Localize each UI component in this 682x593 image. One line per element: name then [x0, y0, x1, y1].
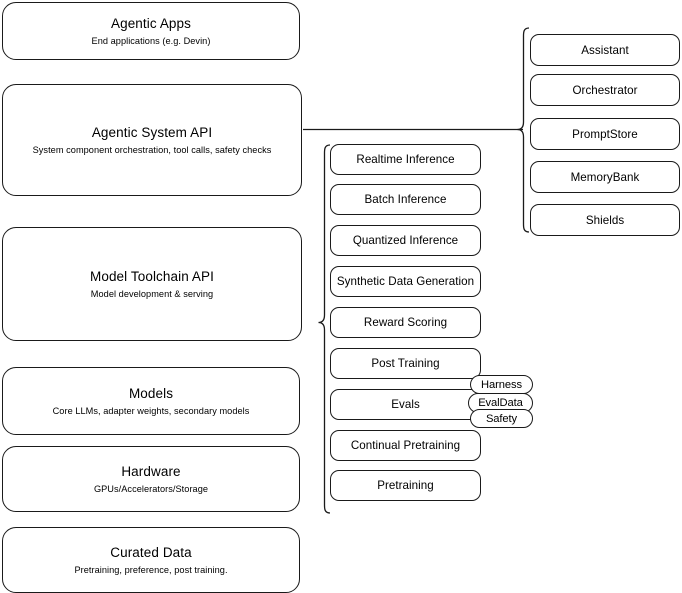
- toolchain-batch-inference[interactable]: Batch Inference: [330, 184, 481, 215]
- chip-label: Evals: [391, 398, 420, 411]
- layer-agentic-system-api[interactable]: Agentic System API System component orch…: [2, 84, 302, 196]
- chip-label: Orchestrator: [572, 83, 638, 97]
- toolchain-post-training[interactable]: Post Training: [330, 348, 481, 379]
- evals-subcomponent-safety[interactable]: Safety: [470, 409, 533, 428]
- layer-title: Hardware: [121, 463, 181, 479]
- pill-label: EvalData: [478, 397, 523, 409]
- toolchain-pretraining[interactable]: Pretraining: [330, 470, 481, 501]
- right-brace: [517, 27, 530, 233]
- pill-label: Harness: [481, 378, 522, 391]
- layer-subtitle: End applications (e.g. Devin): [91, 35, 211, 46]
- chip-label: Quantized Inference: [352, 234, 459, 247]
- layer-agentic-apps[interactable]: Agentic Apps End applications (e.g. Devi…: [2, 2, 300, 60]
- chip-label: Pretraining: [377, 479, 434, 492]
- system-component-orchestrator[interactable]: Orchestrator: [530, 74, 680, 106]
- layer-subtitle: Model development & serving: [90, 288, 214, 299]
- toolchain-realtime-inference[interactable]: Realtime Inference: [330, 144, 481, 175]
- chip-label: Assistant: [581, 43, 629, 57]
- layer-subtitle: GPUs/Accelerators/Storage: [93, 483, 209, 494]
- layer-title: Agentic System API: [91, 124, 213, 140]
- middle-brace: [318, 144, 331, 514]
- chip-label: Post Training: [371, 357, 440, 370]
- system-component-promptstore[interactable]: PromptStore: [530, 118, 680, 150]
- chip-label: Synthetic Data Generation: [336, 275, 475, 288]
- chip-label: Batch Inference: [364, 193, 447, 206]
- layer-model-toolchain-api[interactable]: Model Toolchain API Model development & …: [2, 227, 302, 341]
- chip-label: Continual Pretraining: [350, 439, 461, 452]
- layer-models[interactable]: Models Core LLMs, adapter weights, secon…: [2, 367, 300, 435]
- toolchain-quantized-inference[interactable]: Quantized Inference: [330, 225, 481, 256]
- toolchain-reward-scoring[interactable]: Reward Scoring: [330, 307, 481, 338]
- pill-label: Safety: [485, 412, 518, 425]
- layer-title: Curated Data: [110, 544, 192, 560]
- chip-label: MemoryBank: [570, 170, 640, 184]
- chip-label: Realtime Inference: [356, 153, 455, 166]
- toolchain-synthetic-data-generation[interactable]: Synthetic Data Generation: [330, 266, 481, 297]
- layer-title: Agentic Apps: [110, 15, 191, 31]
- system-component-memorybank[interactable]: MemoryBank: [530, 161, 680, 193]
- layer-curated-data[interactable]: Curated Data Pretraining, preference, po…: [2, 527, 300, 593]
- layer-subtitle: Core LLMs, adapter weights, secondary mo…: [52, 405, 250, 416]
- toolchain-evals[interactable]: Evals: [330, 389, 481, 420]
- system-component-assistant[interactable]: Assistant: [530, 34, 680, 66]
- layer-hardware[interactable]: Hardware GPUs/Accelerators/Storage: [2, 446, 300, 512]
- chip-label: PromptStore: [572, 127, 638, 141]
- layer-subtitle: System component orchestration, tool cal…: [32, 144, 272, 155]
- layer-title: Model Toolchain API: [90, 268, 214, 284]
- evals-subcomponent-harness[interactable]: Harness: [470, 375, 533, 394]
- chip-label: Shields: [585, 213, 625, 227]
- layer-subtitle: Pretraining, preference, post training.: [74, 564, 228, 575]
- chip-label: Reward Scoring: [363, 316, 448, 329]
- system-component-shields[interactable]: Shields: [530, 204, 680, 236]
- toolchain-continual-pretraining[interactable]: Continual Pretraining: [330, 430, 481, 461]
- layer-title: Models: [128, 385, 174, 401]
